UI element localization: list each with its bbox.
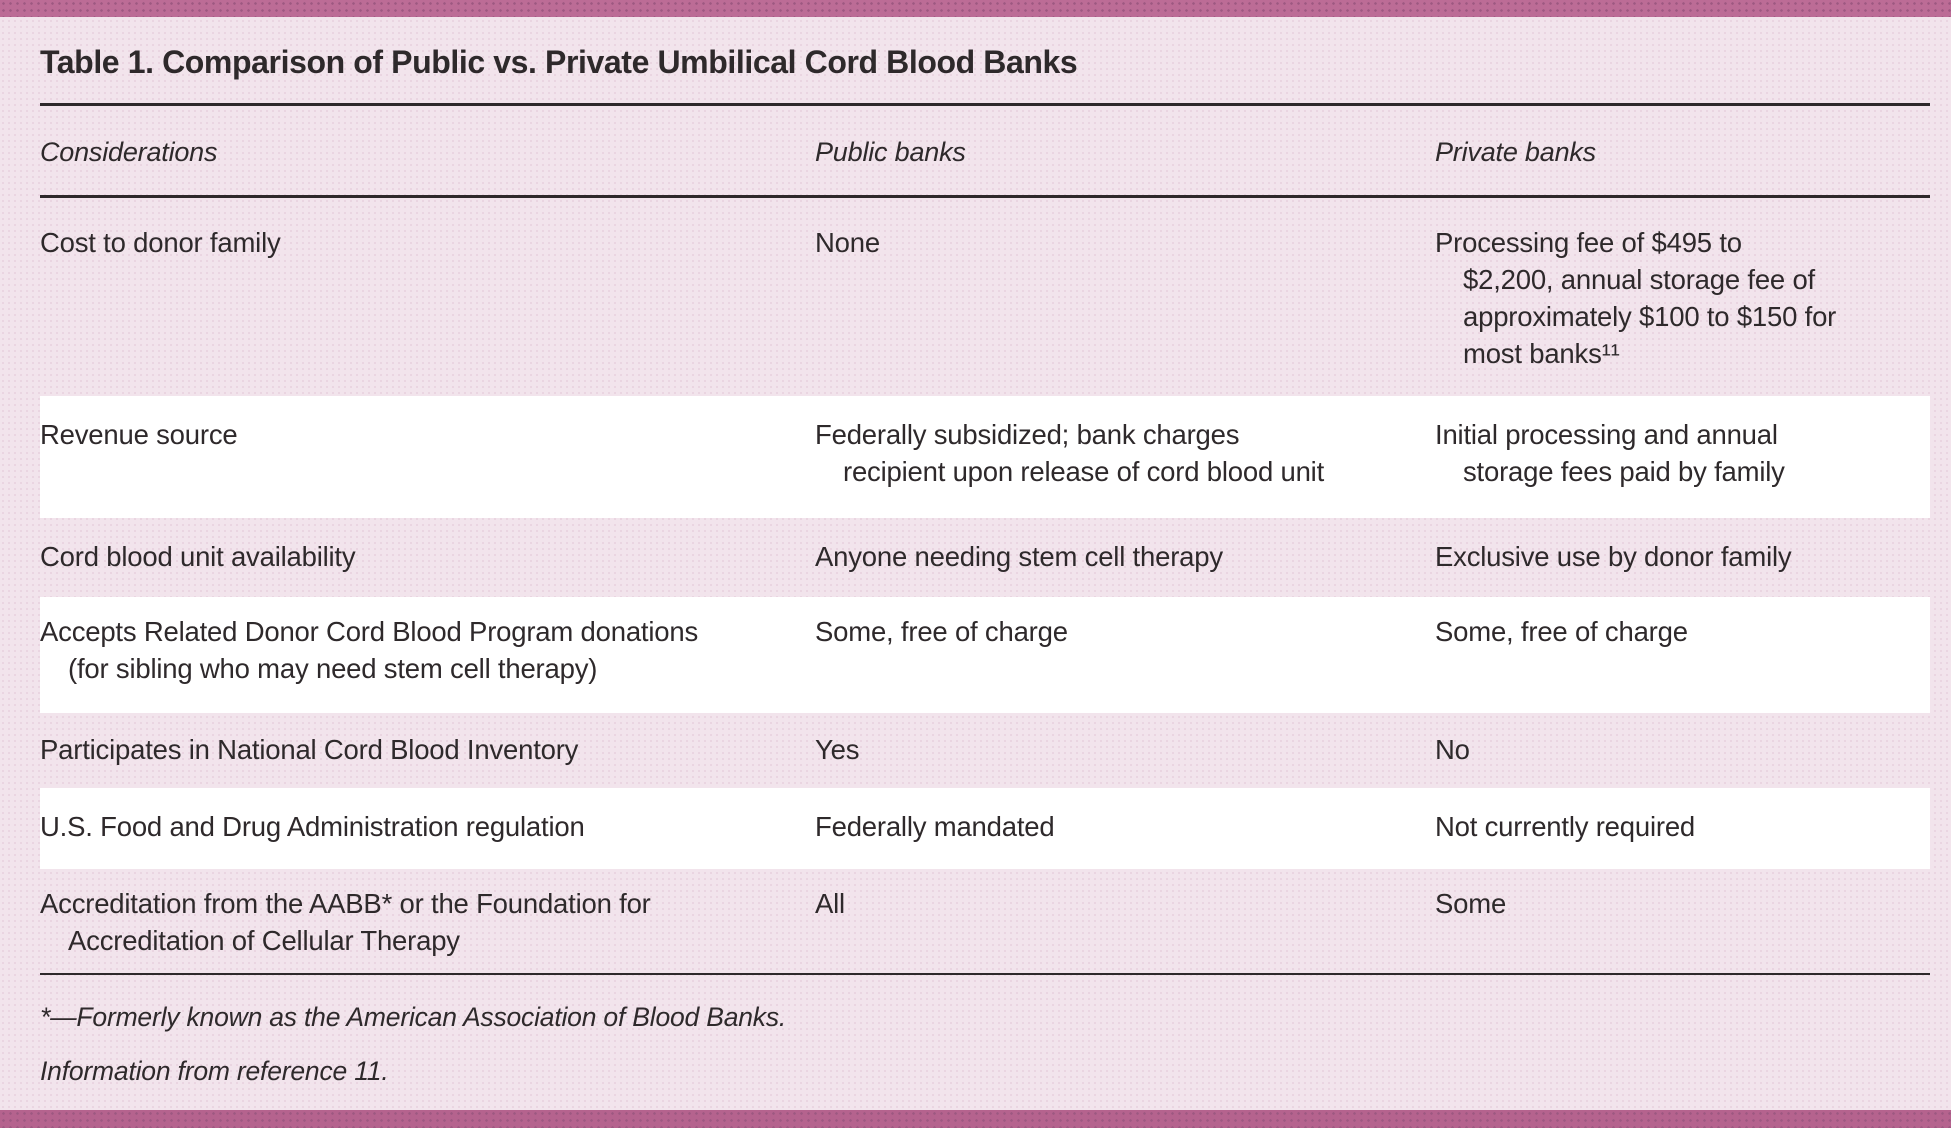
cell-consideration: Accreditation from the AABB* or the Foun…	[40, 888, 651, 956]
cell-public: Yes	[815, 734, 860, 765]
column-header-considerations: Considerations	[40, 137, 218, 167]
rule-above-footnotes	[40, 973, 1930, 975]
cell-private: Not currently required	[1435, 811, 1696, 842]
table-row: Revenue source Federally subsidized; ban…	[40, 396, 1930, 518]
cell-consideration: Participates in National Cord Blood Inve…	[40, 734, 579, 765]
cell-public: None	[815, 227, 880, 258]
cell-consideration: Cord blood unit availability	[40, 541, 356, 572]
cell-consideration: U.S. Food and Drug Administration regula…	[40, 811, 585, 842]
cell-public: All	[815, 888, 845, 919]
table-row: Accreditation from the AABB* or the Foun…	[40, 869, 1930, 973]
footnote-aabb: *—Formerly known as the American Associa…	[40, 1002, 787, 1032]
cell-public: Some, free of charge	[815, 616, 1068, 647]
column-header-public-banks: Public banks	[815, 137, 966, 167]
cell-private: Exclusive use by donor family	[1435, 541, 1792, 572]
table-row: Cord blood unit availability Anyone need…	[40, 518, 1930, 597]
table-row: Cost to donor family None Processing fee…	[40, 198, 1930, 396]
rule-below-header	[40, 195, 1930, 198]
table-title: Table 1. Comparison of Public vs. Privat…	[40, 44, 1078, 80]
cell-consideration: Cost to donor family	[40, 227, 281, 258]
cell-private: Some, free of charge	[1435, 616, 1688, 647]
footnote-reference: Information from reference 11.	[40, 1056, 389, 1086]
table-row: Accepts Related Donor Cord Blood Program…	[40, 597, 1930, 713]
cell-private: No	[1435, 734, 1470, 765]
top-accent-bar	[0, 0, 1951, 17]
cell-consideration: Accepts Related Donor Cord Blood Program…	[40, 616, 699, 684]
rule-top	[40, 103, 1930, 106]
cell-private: Processing fee of $495 to $2,200, annual…	[1435, 227, 1837, 369]
cell-consideration: Revenue source	[40, 419, 238, 450]
cell-public: Anyone needing stem cell therapy	[815, 541, 1223, 572]
table-card: Table 1. Comparison of Public vs. Privat…	[40, 17, 1930, 1087]
cell-private: Initial processing and annual storage fe…	[1435, 419, 1785, 487]
table-row: U.S. Food and Drug Administration regula…	[40, 788, 1930, 869]
column-header-private-banks: Private banks	[1435, 137, 1596, 167]
table-row: Participates in National Cord Blood Inve…	[40, 713, 1930, 788]
bottom-accent-bar	[0, 1110, 1951, 1128]
table-header-row: Considerations Public banks Private bank…	[40, 106, 1930, 183]
cell-public: Federally subsidized; bank charges recip…	[815, 419, 1325, 487]
cell-private: Some	[1435, 888, 1507, 919]
cell-public: Federally mandated	[815, 811, 1055, 842]
